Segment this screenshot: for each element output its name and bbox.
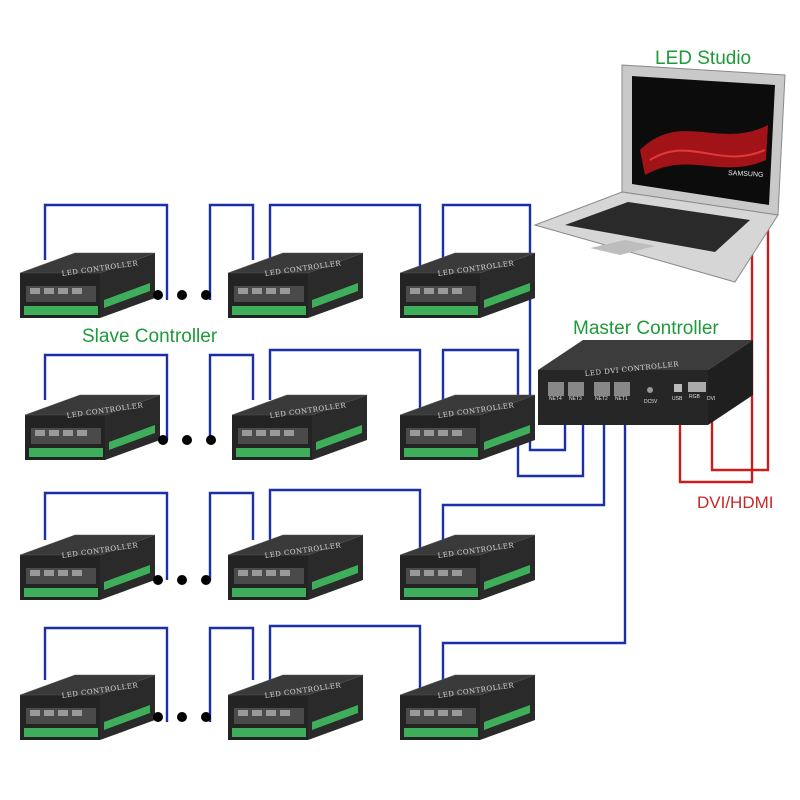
network-cable (268, 203, 422, 300)
port-label: NET4 (549, 396, 562, 402)
master-port-labels: NET4 NET3 NET2 NET1 DC5V USB RGB DVI (549, 394, 715, 405)
dvi-hdmi-label: DVI/HDMI (697, 493, 774, 512)
port-label: USB (672, 396, 683, 402)
master-controller (538, 340, 753, 425)
network-cable (208, 626, 255, 722)
slave-controller (227, 534, 364, 601)
network-cable (268, 348, 422, 440)
network-cable (43, 491, 169, 580)
port-label: DC5V (644, 399, 658, 405)
video-cable (710, 220, 770, 472)
port-label: NET2 (595, 396, 608, 402)
port-label: NET3 (569, 396, 582, 402)
network-cable (43, 626, 169, 722)
port-label: NET1 (615, 396, 628, 402)
network-cable (268, 624, 422, 722)
port-label: RGB (689, 394, 701, 400)
network-cable (43, 203, 169, 300)
software-label: LED Studio (655, 48, 751, 69)
slave-controller (231, 394, 368, 461)
laptop: SAMSUNG (533, 64, 786, 283)
network-cable (208, 203, 255, 300)
network-cable (441, 422, 627, 680)
network-cable (268, 488, 422, 580)
ellipsis-dots (153, 290, 216, 722)
laptop-brand: SAMSUNG (728, 170, 764, 179)
slave-controller (227, 252, 364, 319)
network-cable (208, 491, 255, 580)
port-label: DVI (707, 396, 715, 402)
network-cable (441, 422, 606, 540)
network-cable (441, 203, 567, 452)
master-controller-label: Master Controller (573, 318, 719, 339)
network-cable (43, 353, 169, 440)
slave-controller-label: Slave Controller (82, 326, 218, 347)
slave-controller (227, 674, 364, 741)
network-cable (208, 353, 255, 440)
